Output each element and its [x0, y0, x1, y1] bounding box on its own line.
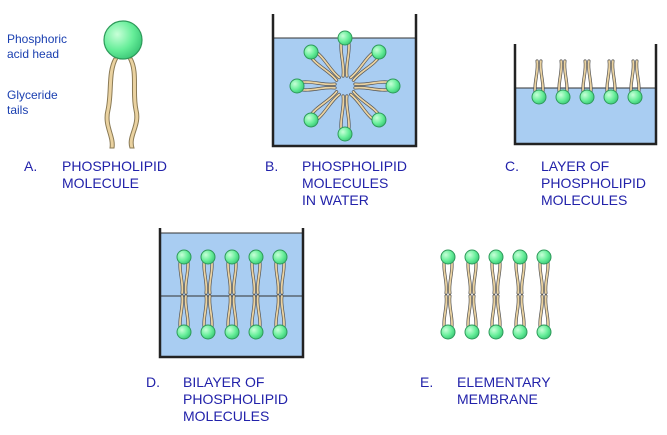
phospholipid-molecule	[488, 249, 504, 295]
head	[176, 249, 192, 265]
phospholipid-molecule	[224, 294, 240, 340]
phospholipid-molecule	[176, 249, 192, 295]
panel-b-letter: B.	[265, 158, 279, 174]
head	[337, 30, 353, 46]
head	[536, 249, 552, 265]
head	[248, 324, 264, 340]
panel-b-caption: PHOSPHOLIPID MOLECULES IN WATER	[302, 158, 408, 208]
phospholipid-molecule	[464, 249, 480, 295]
head	[200, 249, 216, 265]
head	[440, 324, 456, 340]
phospholipid-molecule	[303, 90, 341, 128]
phospholipid-molecule	[536, 294, 552, 340]
phospholipid-molecule	[272, 249, 288, 295]
phospholipid-molecule	[224, 249, 240, 295]
head	[555, 89, 571, 105]
tail-left	[104, 57, 119, 149]
panel-e-membrane	[440, 249, 552, 340]
beaker-wall	[513, 44, 658, 146]
beaker-wall	[158, 228, 305, 359]
phospholipid-molecule	[349, 90, 387, 128]
phospholipid-molecule	[303, 44, 341, 82]
phospholipid-molecule	[440, 249, 456, 295]
panel-c-letter: C.	[505, 158, 519, 174]
panel-e-letter: E.	[420, 374, 434, 390]
head	[512, 249, 528, 265]
phospholipid-molecule	[289, 78, 337, 94]
head	[272, 324, 288, 340]
phospholipid-molecule	[579, 59, 595, 105]
head	[248, 249, 264, 265]
panel-d-letter: D.	[146, 374, 160, 390]
micelle	[289, 30, 401, 142]
phospholipid-molecule	[488, 294, 504, 340]
head	[337, 126, 353, 142]
head	[289, 78, 305, 94]
phospholipid-molecule	[200, 249, 216, 295]
phospholipid-molecule	[536, 249, 552, 295]
phospholipid-molecule	[627, 59, 643, 105]
phospholipid-molecule	[464, 294, 480, 340]
head	[531, 89, 547, 105]
panel-b-beaker	[271, 14, 418, 148]
head	[627, 89, 643, 105]
phospholipid-molecule	[353, 78, 401, 94]
head	[224, 249, 240, 265]
phospholipid-molecule	[440, 294, 456, 340]
panel-c-beaker	[513, 44, 658, 146]
phospholipid-molecule	[248, 249, 264, 295]
phospholipid-molecule	[248, 294, 264, 340]
phospholipid-molecule	[337, 94, 353, 142]
phospholipid-molecule	[200, 294, 216, 340]
panel-a-molecule	[103, 20, 143, 149]
panel-c-caption: LAYER OF PHOSPHOLIPID MOLECULES	[541, 158, 647, 208]
head	[303, 44, 319, 60]
head	[371, 44, 387, 60]
head-label: Phosphoric acid head	[7, 32, 68, 61]
head	[224, 324, 240, 340]
bilayer	[176, 249, 288, 340]
head	[385, 78, 401, 94]
panel-a-caption: PHOSPHOLIPID MOLECULE	[62, 158, 168, 191]
head	[176, 324, 192, 340]
phospholipid-molecule	[272, 294, 288, 340]
phospholipid-molecule	[337, 30, 353, 78]
panel-e-caption: ELEMENTARY MEMBRANE	[457, 374, 551, 407]
head	[200, 324, 216, 340]
head	[488, 324, 504, 340]
phospholipid-molecule	[555, 59, 571, 105]
phospholipid-molecule	[603, 59, 619, 105]
phospholipid-molecule	[512, 294, 528, 340]
panel-d-caption: BILAYER OF PHOSPHOLIPID MOLECULES	[183, 374, 289, 424]
beaker-wall	[271, 14, 418, 148]
head	[464, 324, 480, 340]
tail-right	[127, 57, 140, 149]
head	[272, 249, 288, 265]
head	[464, 249, 480, 265]
head	[488, 249, 504, 265]
head	[536, 324, 552, 340]
head	[371, 112, 387, 128]
head	[440, 249, 456, 265]
tails-label: Glyceride tails	[7, 88, 58, 117]
head	[603, 89, 619, 105]
phospholipid-molecule	[349, 44, 387, 82]
panel-a-letter: A.	[24, 158, 38, 174]
head	[579, 89, 595, 105]
head	[512, 324, 528, 340]
phospholipid-molecule	[531, 59, 547, 105]
head	[303, 112, 319, 128]
phospholipid-molecule	[512, 249, 528, 295]
phospholipid-molecule	[176, 294, 192, 340]
phosphoric-head	[103, 20, 143, 60]
monolayer	[531, 59, 643, 105]
panel-d-beaker	[158, 228, 305, 359]
